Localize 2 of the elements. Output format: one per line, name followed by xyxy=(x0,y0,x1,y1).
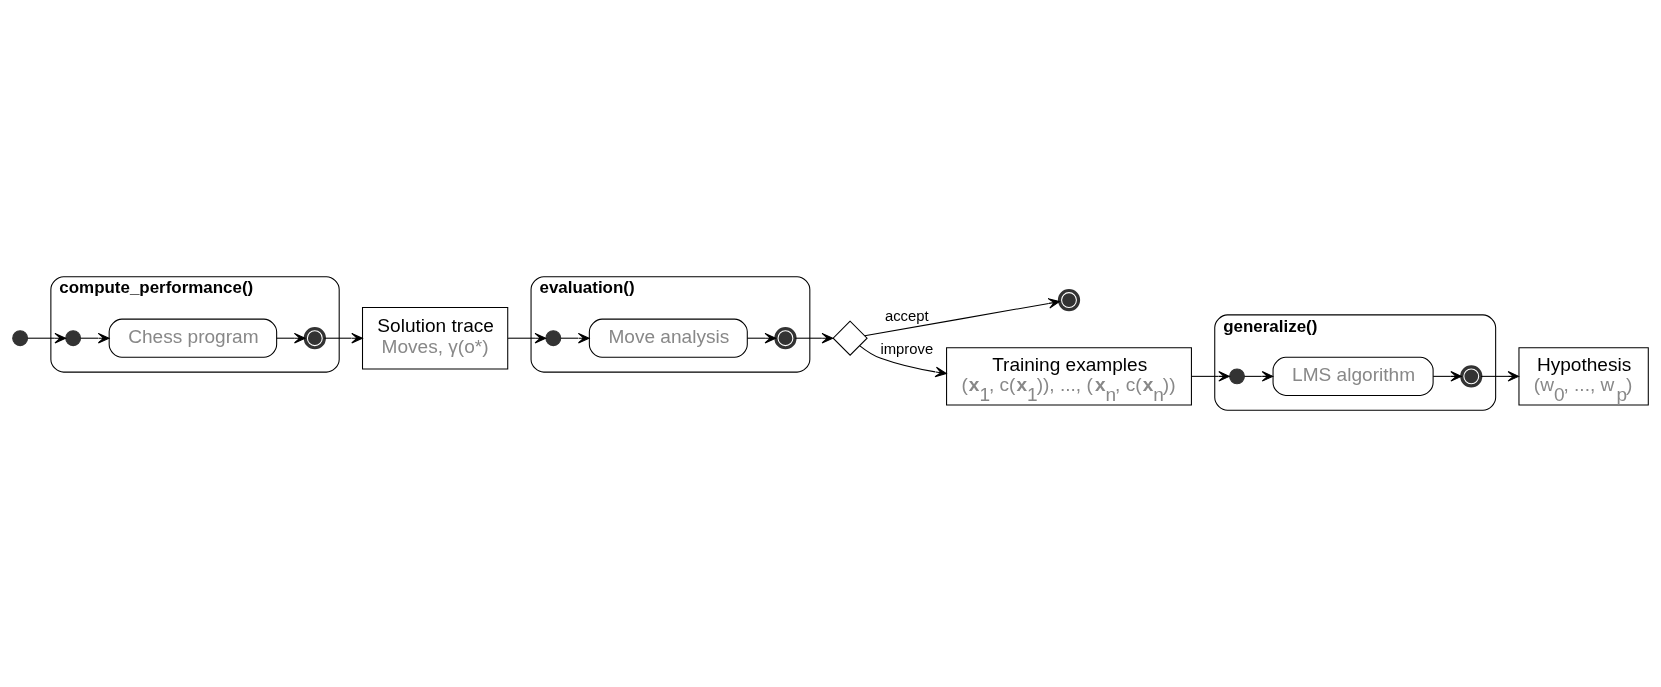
edge-label: improve xyxy=(880,341,934,358)
edge-label: accept xyxy=(884,308,929,325)
